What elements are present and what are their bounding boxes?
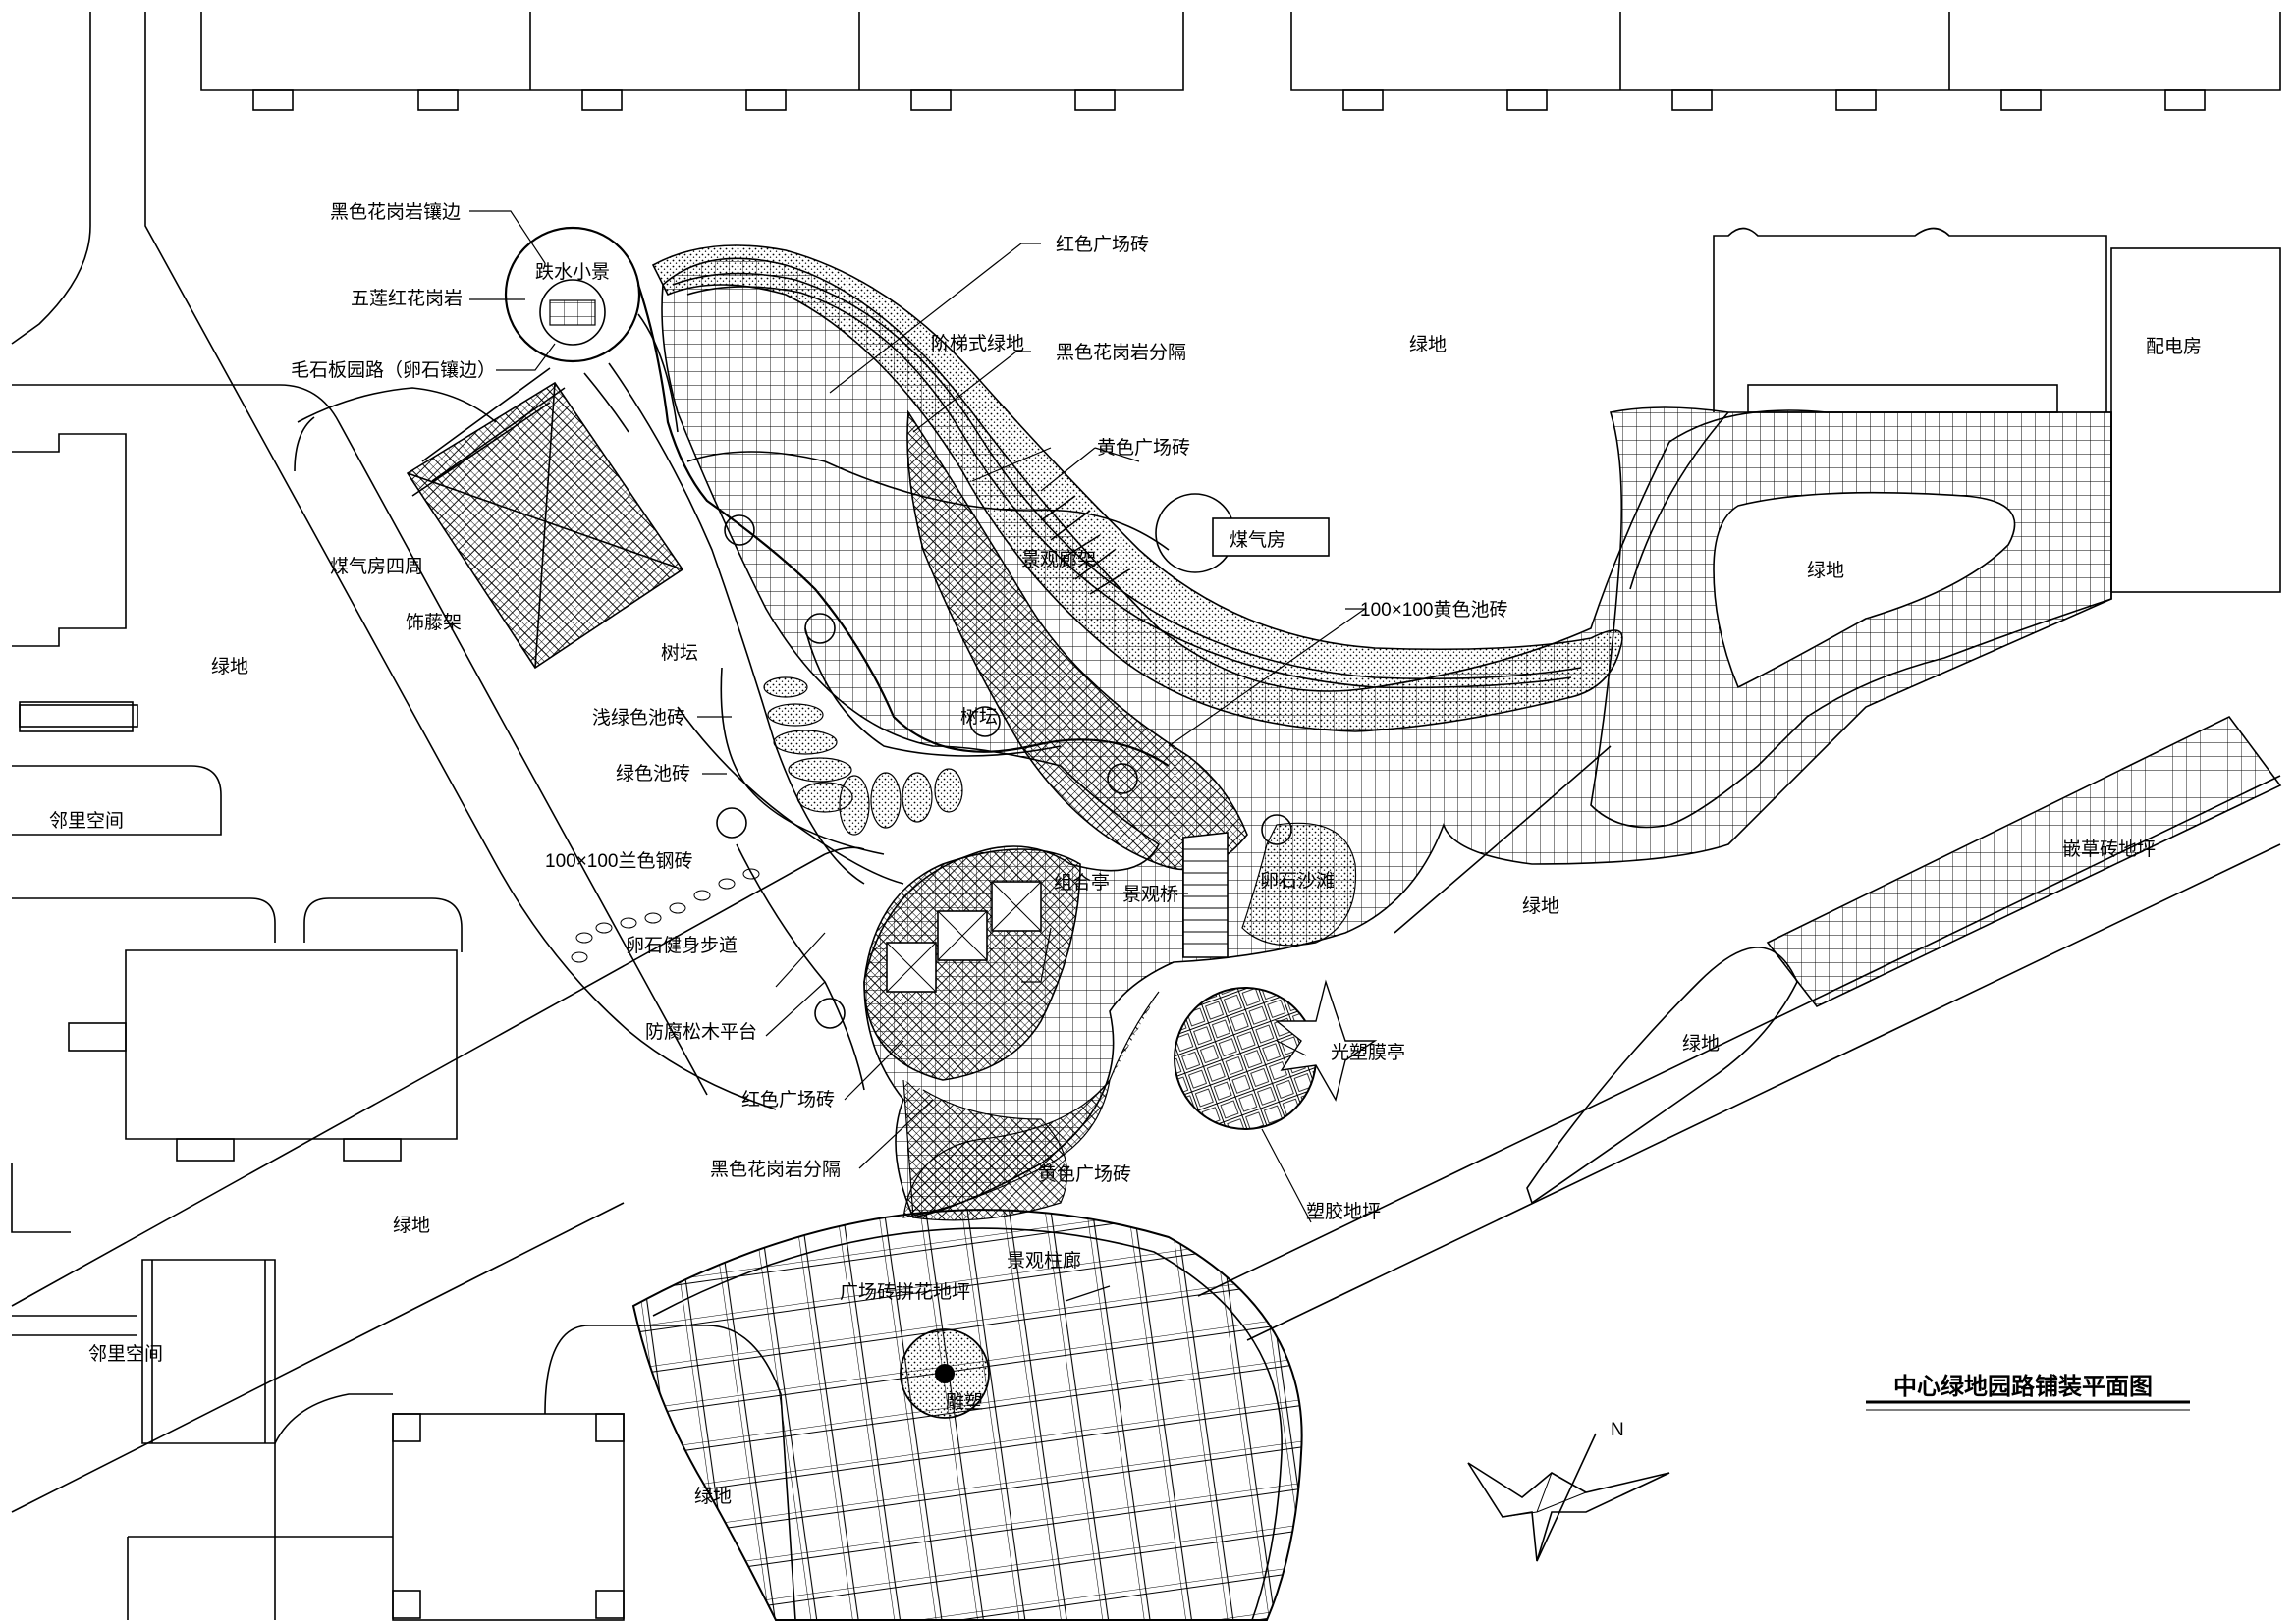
label-black-granite-sep-1: 黑色花岗岩分隔 bbox=[710, 1159, 841, 1180]
label-corridor: 景观廊架 bbox=[1021, 549, 1096, 570]
label-grass-paver: 嵌草砖地坪 bbox=[2062, 839, 2156, 860]
label-neighbor-2: 邻里空间 bbox=[88, 1343, 163, 1365]
label-tree-bed-2: 树坛 bbox=[960, 706, 998, 728]
label-pavilion-group: 组合亭 bbox=[1054, 872, 1110, 893]
label-red-tile-2: 红色广场砖 bbox=[1056, 234, 1149, 255]
label-green-5: 绿地 bbox=[1682, 1033, 1720, 1055]
top-buildings bbox=[200, 12, 2281, 111]
north-label: N bbox=[1611, 1420, 1624, 1440]
label-green-3: 绿地 bbox=[211, 656, 248, 677]
label-green-7: 绿地 bbox=[694, 1486, 732, 1507]
label-black-granite-edge: 黑色花岗岩镶边 bbox=[330, 201, 461, 223]
central-plaza bbox=[631, 1209, 1303, 1621]
road-outlines bbox=[11, 12, 2281, 1513]
label-wood-platform: 防腐松木平台 bbox=[645, 1021, 757, 1043]
label-tree-bed-1: 树坛 bbox=[661, 642, 698, 664]
label-neighbor-1: 邻里空间 bbox=[49, 810, 124, 832]
pebble-stones bbox=[571, 868, 760, 963]
vine-frame bbox=[406, 367, 684, 670]
label-green-4: 绿地 bbox=[1522, 895, 1559, 917]
label-vine-frame: 饰藤架 bbox=[406, 612, 462, 633]
label-light-green-tile: 浅绿色池砖 bbox=[592, 707, 685, 729]
label-green-1: 绿地 bbox=[1409, 334, 1447, 355]
green-island bbox=[1526, 947, 1798, 1205]
label-slate-path: 毛石板园路（卵石镶边） bbox=[291, 359, 496, 381]
label-green-6: 绿地 bbox=[393, 1215, 430, 1236]
labels: 黑色花岗岩镶边 跌水小景 五莲红花岗岩 毛石板园路（卵石镶边） 煤气房四周 饰藤… bbox=[49, 201, 2202, 1507]
label-pebble-beach: 卵石沙滩 bbox=[1260, 870, 1335, 892]
label-green-2: 绿地 bbox=[1807, 560, 1844, 581]
label-plaza-pattern: 广场砖拼花地坪 bbox=[840, 1281, 970, 1303]
leaf-tiles bbox=[763, 676, 963, 836]
label-yellow-pool-tile: 100×100黄色池砖 bbox=[1360, 599, 1508, 621]
left-garden bbox=[294, 226, 1292, 1091]
label-membrane-pavilion: 光塑膜亭 bbox=[1331, 1042, 1405, 1063]
label-red-tile-1: 红色广场砖 bbox=[741, 1089, 835, 1110]
label-plastic-floor: 塑胶地坪 bbox=[1306, 1201, 1381, 1222]
label-bridge: 景观桥 bbox=[1122, 884, 1178, 905]
label-power-room: 配电房 bbox=[2146, 336, 2202, 357]
label-yellow-tile-2: 黄色广场砖 bbox=[1038, 1163, 1131, 1185]
label-pebble-path: 卵石健身步道 bbox=[626, 935, 738, 956]
garden-paving bbox=[651, 227, 2281, 1221]
label-fountain: 跌水小景 bbox=[535, 261, 610, 283]
label-stepped-green: 阶梯式绿地 bbox=[931, 333, 1024, 354]
label-blue-tile: 100×100兰色钢砖 bbox=[545, 850, 693, 872]
pavilion-squares bbox=[886, 881, 1042, 993]
label-green-tile: 绿色池砖 bbox=[616, 763, 690, 784]
label-colonnade: 景观柱廊 bbox=[1007, 1250, 1081, 1271]
drawing-title: 中心绿地园路铺装平面图 bbox=[1893, 1373, 2153, 1400]
landscape-bridge bbox=[1182, 832, 1229, 958]
label-wulian-granite: 五莲红花岗岩 bbox=[351, 288, 463, 309]
north-arrow-icon bbox=[1467, 1433, 1670, 1562]
left-buildings bbox=[11, 433, 796, 1621]
label-gas-room-surround: 煤气房四周 bbox=[330, 556, 423, 577]
road-curve bbox=[1394, 745, 1612, 934]
leader-lines bbox=[469, 210, 1367, 1302]
label-gas-room: 煤气房 bbox=[1230, 529, 1285, 551]
grass-paver-strip bbox=[1766, 715, 2282, 1008]
label-sculpture: 雕塑 bbox=[946, 1391, 983, 1413]
label-yellow-tile-1: 黄色广场砖 bbox=[1097, 437, 1190, 459]
label-black-granite-sep-2: 黑色花岗岩分隔 bbox=[1056, 342, 1186, 363]
